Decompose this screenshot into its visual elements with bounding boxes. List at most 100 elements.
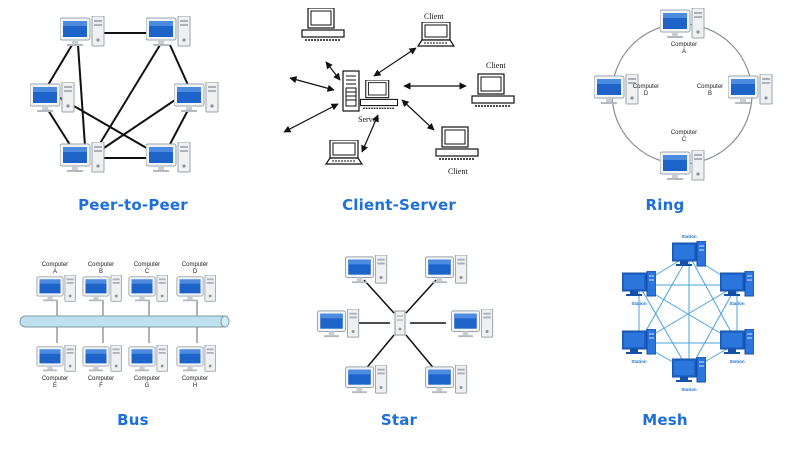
ring-label-d-line2: D bbox=[644, 91, 649, 97]
star-panel: Star bbox=[266, 225, 532, 450]
bus-label-b-line2: B bbox=[99, 269, 103, 275]
computer-icon bbox=[450, 309, 494, 338]
bus-diagram: Computer A Computer B Computer C Compute… bbox=[19, 262, 230, 389]
peer-to-peer-title: Peer-to-Peer bbox=[78, 196, 188, 214]
station-label: Station bbox=[729, 301, 745, 306]
bus-title: Bus bbox=[117, 411, 149, 429]
mesh-title: Mesh bbox=[642, 411, 688, 429]
star-link bbox=[363, 279, 395, 314]
client-server-panel: Server Client Client Client Client-Serve… bbox=[266, 0, 532, 225]
client-server-title: Client-Server bbox=[342, 196, 456, 214]
ring-label-c-line2: C bbox=[682, 137, 687, 143]
star-link bbox=[405, 279, 437, 314]
bus-label-g-line1: Computer bbox=[134, 376, 160, 382]
p2p-link bbox=[59, 97, 151, 151]
p2p-link bbox=[95, 44, 161, 151]
computer-icon bbox=[30, 82, 75, 113]
computer-icon bbox=[176, 275, 216, 302]
computer-icon bbox=[660, 150, 705, 181]
client-link bbox=[373, 47, 417, 77]
client-link bbox=[325, 61, 341, 81]
p2p-link bbox=[169, 44, 189, 86]
computer-icon bbox=[82, 345, 122, 372]
client-link bbox=[401, 99, 435, 131]
mesh-diagram: Station Station Station Station Station … bbox=[622, 234, 754, 392]
computer-icon bbox=[176, 345, 216, 372]
bus-label-a-line2: A bbox=[53, 269, 57, 275]
computer-icon bbox=[728, 74, 773, 105]
ring-label-a-line2: A bbox=[682, 49, 686, 55]
bus-label-d-line1: Computer bbox=[182, 262, 208, 268]
computer-icon bbox=[316, 309, 360, 338]
client-laptop-icon bbox=[325, 140, 363, 165]
client-label: Client bbox=[486, 61, 506, 70]
bus-label-b-line1: Computer bbox=[88, 262, 114, 268]
client-desktop-icon bbox=[435, 126, 479, 160]
star-title: Star bbox=[380, 411, 418, 429]
p2p-link bbox=[47, 109, 73, 149]
station-label: Station bbox=[631, 301, 647, 306]
bus-panel: Computer A Computer B Computer C Compute… bbox=[0, 225, 266, 450]
ring-label-b-line2: B bbox=[708, 91, 712, 97]
client-label: Client bbox=[424, 12, 444, 21]
star-diagram bbox=[316, 255, 494, 394]
client-server-diagram: Server Client Client Client bbox=[283, 8, 515, 176]
computer-icon bbox=[146, 142, 191, 173]
ring-label-b-line1: Computer bbox=[697, 84, 723, 90]
station-label: Station bbox=[631, 359, 647, 364]
computer-icon bbox=[344, 365, 388, 394]
computer-icon bbox=[36, 275, 76, 302]
station-icon bbox=[622, 329, 656, 355]
client-link bbox=[283, 103, 339, 133]
bus-label-h-line1: Computer bbox=[182, 376, 208, 382]
bus-cable bbox=[19, 315, 229, 328]
bus-label-f-line2: F bbox=[99, 383, 103, 389]
p2p-link bbox=[77, 44, 86, 147]
peer-to-peer-diagram bbox=[30, 16, 219, 173]
client-label: Client bbox=[448, 167, 468, 176]
server-tower-icon bbox=[342, 70, 360, 112]
server-monitor-icon bbox=[359, 80, 399, 109]
ring-panel: Computer A Computer B Computer C Compute… bbox=[532, 0, 798, 225]
computer-icon bbox=[424, 365, 468, 394]
hub-icon bbox=[394, 310, 406, 336]
computer-icon bbox=[146, 16, 191, 47]
station-label: Station bbox=[729, 359, 745, 364]
bus-label-g-line2: G bbox=[145, 383, 150, 389]
station-label: Station bbox=[681, 387, 697, 392]
peer-to-peer-panel: Peer-to-Peer bbox=[0, 0, 266, 225]
mesh-panel: Station Station Station Station Station … bbox=[532, 225, 798, 450]
star-link bbox=[363, 334, 395, 372]
computer-icon bbox=[128, 345, 168, 372]
client-link bbox=[289, 76, 335, 92]
bus-label-f-line1: Computer bbox=[88, 376, 114, 382]
computer-icon bbox=[36, 345, 76, 372]
computer-icon bbox=[60, 142, 105, 173]
server-label: Server bbox=[358, 115, 379, 124]
ring-diagram: Computer A Computer B Computer C Compute… bbox=[594, 8, 773, 181]
computer-icon bbox=[128, 275, 168, 302]
computer-icon bbox=[174, 82, 219, 113]
p2p-link bbox=[97, 97, 179, 153]
computer-icon bbox=[594, 74, 639, 105]
p2p-link bbox=[167, 109, 189, 149]
mesh-link bbox=[688, 284, 738, 372]
bus-label-c-line2: C bbox=[145, 269, 150, 275]
computer-icon bbox=[660, 8, 705, 39]
client-laptop-icon bbox=[417, 22, 455, 47]
client-desktop-icon bbox=[471, 73, 515, 107]
bus-label-d-line2: D bbox=[193, 269, 198, 275]
client-link bbox=[361, 114, 379, 153]
p2p-link bbox=[47, 44, 73, 86]
station-icon bbox=[672, 357, 706, 383]
bus-label-e-line2: E bbox=[53, 383, 57, 389]
mesh-link bbox=[638, 254, 690, 344]
ring-label-c-line1: Computer bbox=[671, 130, 697, 136]
ring-label-d-line1: Computer bbox=[633, 84, 659, 90]
bus-label-e-line1: Computer bbox=[42, 376, 68, 382]
bus-label-a-line1: Computer bbox=[42, 262, 68, 268]
bus-label-c-line1: Computer bbox=[134, 262, 160, 268]
station-label: Station bbox=[681, 234, 697, 239]
computer-icon bbox=[82, 275, 122, 302]
computer-icon bbox=[424, 255, 468, 284]
